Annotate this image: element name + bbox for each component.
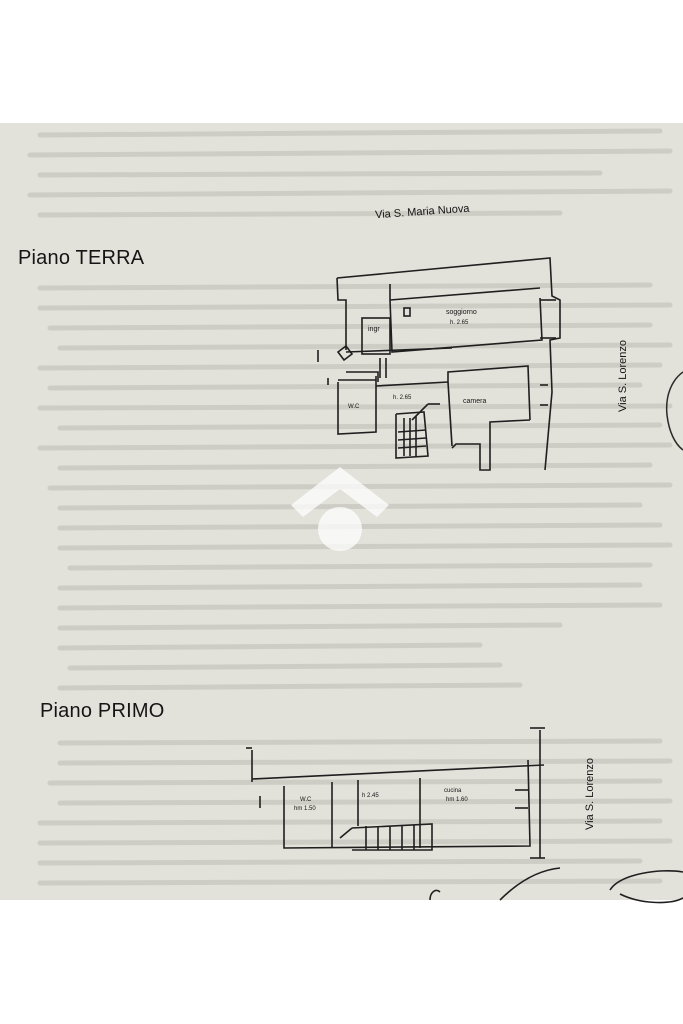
room-wc-ground: W.C	[348, 404, 360, 410]
room-wc-first: W.C	[300, 797, 312, 803]
room-cucina: cucina	[444, 788, 462, 794]
scanned-sheet	[0, 123, 683, 900]
room-cucina-height: hm 1.60	[446, 797, 468, 803]
room-hall-first-height: h 2.45	[362, 793, 379, 799]
room-ingresso: ingr	[368, 326, 380, 333]
stamp-seal-fragment	[665, 371, 683, 451]
street-label-side-ground: Via S. Lorenzo	[617, 340, 629, 412]
street-label-side-first: Via S. Lorenzo	[584, 758, 596, 830]
room-camera: camera	[463, 398, 487, 405]
room-wc-first-height: hm 1.50	[294, 806, 316, 812]
ground-floor-title: Piano TERRA	[18, 247, 145, 269]
first-floor-title: Piano PRIMO	[40, 700, 165, 722]
room-soggiorno-height: h. 2.65	[450, 320, 469, 326]
house-logo-icon	[291, 467, 389, 551]
room-soggiorno: soggiorno	[446, 309, 477, 316]
room-hall-height: h. 2.65	[393, 395, 412, 401]
